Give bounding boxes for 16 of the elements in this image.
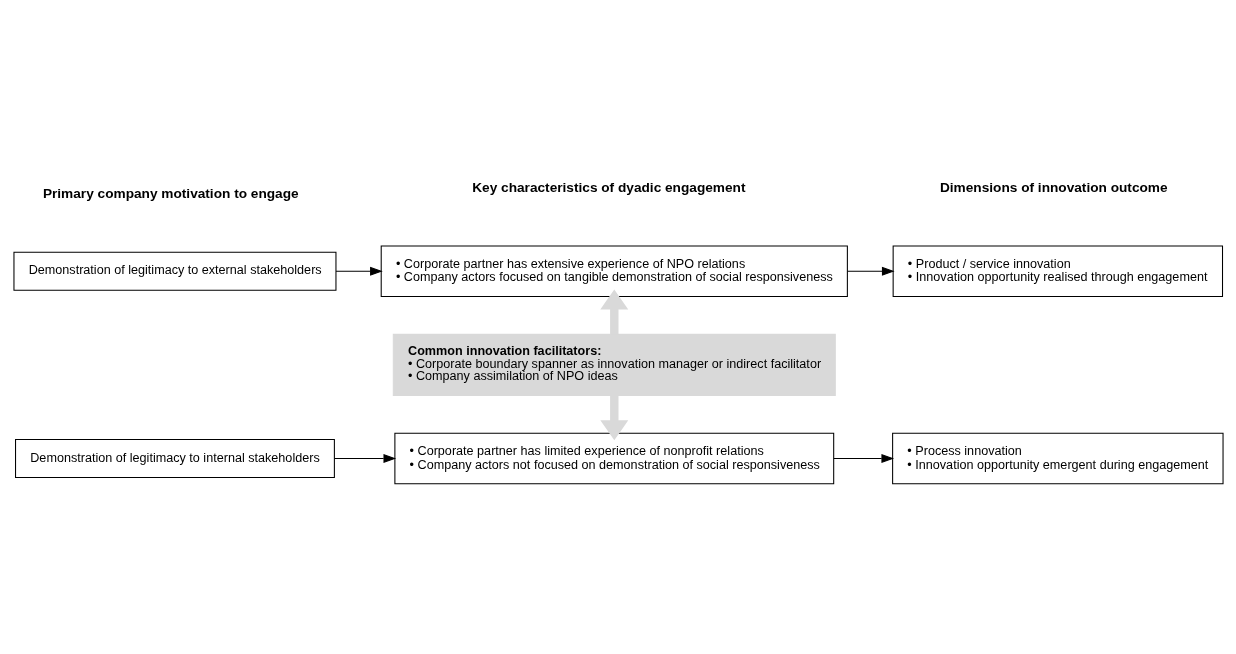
arrow [846,266,895,276]
label: Primary company motivation to engage [42,185,299,201]
node-box: Demonstration of legitimacy to external stakeholders [12,251,336,291]
node-box: • Process innovation • Innovation opportunity emergent during engagement [891,432,1224,485]
node-box: Common innovation facilitators: • Corporate boundary spanner as innovation manager or indirect facilitator • Company assimilation of NPO ideas [392,333,836,396]
label: Dimensions of innovation outcome [939,179,1168,195]
node-box: • Corporate partner has limited experience of nonprofit relations • Company actors not focused on demonstration of social responsiveness [393,432,834,485]
arrow [333,454,396,463]
node-box: Demonstration of legitimacy to internal stakeholders [14,439,335,478]
arrow [335,266,383,276]
label: Key characteristics of dyadic engagement [471,179,745,195]
node-box: • Corporate partner has extensive experience of NPO relations • Company actors focused on tangible demonstration of social responsiveness [380,245,848,297]
node-box: • Product / service innovation • Innovation opportunity realised through engagement [892,245,1223,297]
arrow [599,289,628,335]
arrow [599,395,628,441]
arrow [832,454,894,463]
